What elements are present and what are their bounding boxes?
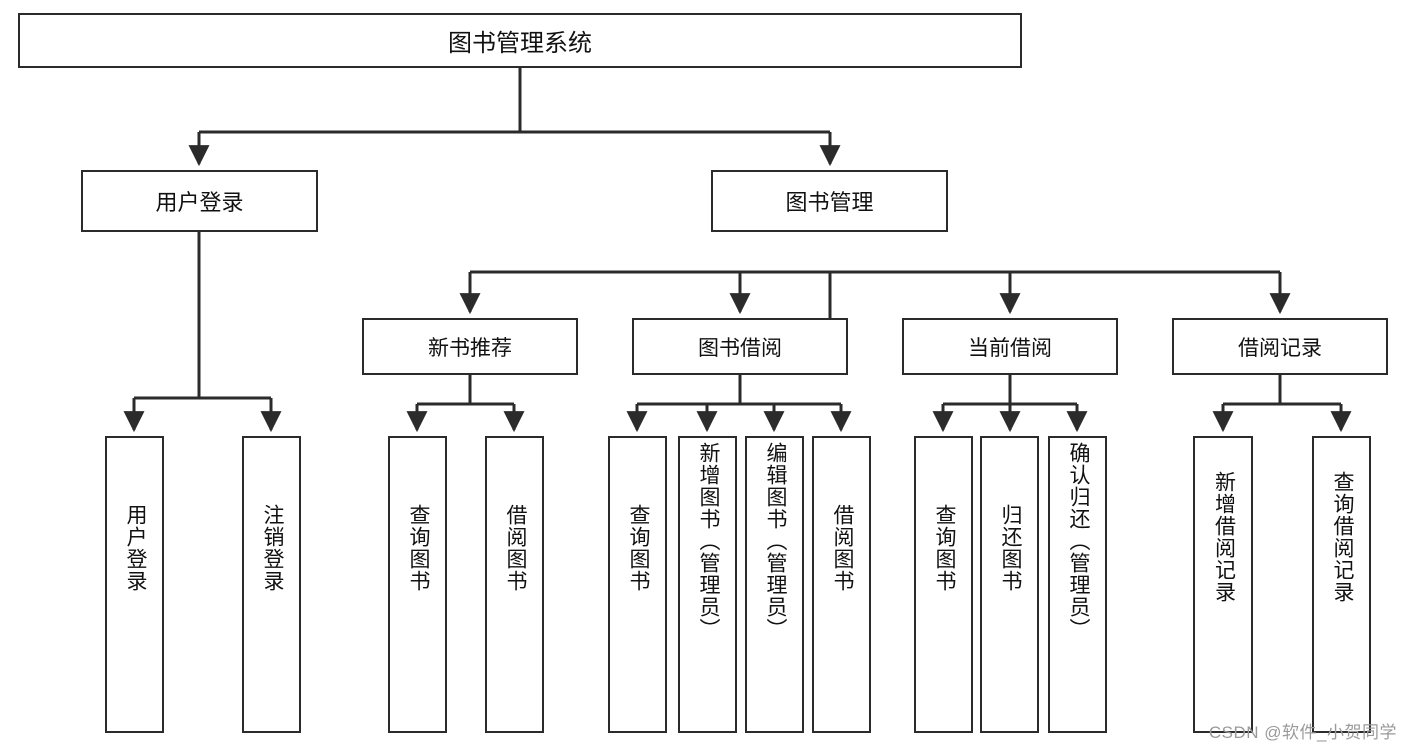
node-leaf-query-book-1[interactable]: 查询图书 bbox=[388, 436, 447, 733]
node-leaf-query-book-1-label: 查询图书 bbox=[406, 504, 430, 592]
node-current-borrow-label: 当前借阅 bbox=[968, 336, 1052, 360]
node-leaf-borrow-book-1[interactable]: 借阅图书 bbox=[485, 436, 544, 733]
node-leaf-borrow-book-2-label: 借阅图书 bbox=[830, 504, 854, 592]
node-book-manage[interactable]: 图书管理 bbox=[711, 170, 948, 232]
node-book-manage-label: 图书管理 bbox=[785, 190, 874, 215]
node-borrow-record-label: 借阅记录 bbox=[1238, 336, 1322, 360]
node-leaf-edit-book-label: 编辑图书（管理员） bbox=[763, 442, 787, 640]
node-new-book-rec[interactable]: 新书推荐 bbox=[362, 318, 578, 375]
node-leaf-add-book[interactable]: 新增图书（管理员） bbox=[678, 436, 737, 733]
node-leaf-user-login-label: 用户登录 bbox=[123, 504, 147, 592]
node-user-login[interactable]: 用户登录 bbox=[81, 170, 318, 232]
node-leaf-query-book-2[interactable]: 查询图书 bbox=[608, 436, 667, 733]
node-leaf-edit-book[interactable]: 编辑图书（管理员） bbox=[745, 436, 804, 733]
node-book-borrow[interactable]: 图书借阅 bbox=[632, 318, 848, 375]
node-leaf-logout[interactable]: 注销登录 bbox=[242, 436, 301, 733]
node-borrow-record[interactable]: 借阅记录 bbox=[1172, 318, 1388, 375]
node-leaf-borrow-book-2[interactable]: 借阅图书 bbox=[812, 436, 871, 733]
watermark: CSDN @软件_小贺同学 bbox=[1208, 723, 1397, 742]
node-user-login-label: 用户登录 bbox=[155, 190, 244, 215]
node-current-borrow[interactable]: 当前借阅 bbox=[902, 318, 1118, 375]
node-leaf-query-book-3[interactable]: 查询图书 bbox=[914, 436, 973, 733]
node-root-label: 图书管理系统 bbox=[448, 30, 592, 57]
node-leaf-query-record[interactable]: 查询借阅记录 bbox=[1312, 436, 1371, 733]
node-leaf-query-book-2-label: 查询图书 bbox=[626, 504, 650, 592]
node-leaf-add-record[interactable]: 新增借阅记录 bbox=[1193, 436, 1253, 733]
node-leaf-return-book[interactable]: 归还图书 bbox=[980, 436, 1039, 733]
node-leaf-query-record-label: 查询借阅记录 bbox=[1330, 471, 1354, 603]
node-leaf-add-book-label: 新增图书（管理员） bbox=[696, 442, 720, 640]
node-leaf-add-record-label: 新增借阅记录 bbox=[1212, 471, 1236, 603]
node-new-book-rec-label: 新书推荐 bbox=[428, 336, 512, 360]
node-book-borrow-label: 图书借阅 bbox=[698, 336, 782, 360]
node-leaf-borrow-book-1-label: 借阅图书 bbox=[503, 504, 527, 592]
node-leaf-confirm-return[interactable]: 确认归还（管理员） bbox=[1048, 436, 1107, 733]
node-leaf-query-book-3-label: 查询图书 bbox=[932, 504, 956, 592]
node-leaf-logout-label: 注销登录 bbox=[260, 504, 284, 592]
node-leaf-return-book-label: 归还图书 bbox=[998, 504, 1022, 592]
node-leaf-user-login[interactable]: 用户登录 bbox=[105, 436, 164, 733]
node-root[interactable]: 图书管理系统 bbox=[18, 13, 1022, 68]
node-leaf-confirm-return-label: 确认归还（管理员） bbox=[1066, 442, 1090, 640]
